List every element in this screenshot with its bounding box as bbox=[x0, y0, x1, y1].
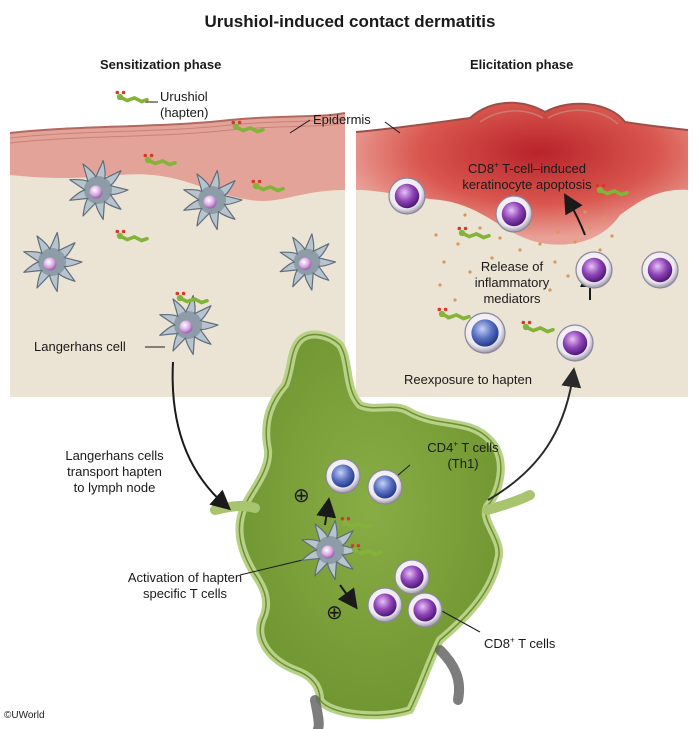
apoptosis-arrow bbox=[563, 193, 586, 236]
langerhans-cell-2 bbox=[183, 169, 243, 231]
urushiol-hapten-node-1 bbox=[340, 517, 373, 530]
urushiol-hapten-10 bbox=[521, 320, 555, 334]
sensitization-phase-heading: Sensitization phase bbox=[100, 57, 222, 72]
cd8-cell-skin-3 bbox=[575, 251, 613, 289]
urushiol-hapten-5 bbox=[115, 229, 149, 243]
plus-symbol-upper: ⊕ bbox=[293, 485, 310, 507]
cd8-apoptosis-sup: + bbox=[494, 160, 499, 170]
langerhans-cell-4 bbox=[279, 233, 337, 291]
elicitation-panel bbox=[355, 101, 689, 397]
transport-line3: to lymph node bbox=[73, 480, 156, 495]
langerhans-cell-node bbox=[301, 519, 361, 581]
urushiol-hapten-1 bbox=[115, 90, 149, 104]
cd8-apoptosis-line2: keratinocyte apoptosis bbox=[462, 177, 592, 192]
elicitation-phase-heading: Elicitation phase bbox=[470, 57, 574, 72]
urushiol-hapten-3 bbox=[143, 153, 177, 167]
release-line1: Release of bbox=[480, 259, 544, 274]
reexposure-arrow bbox=[487, 367, 582, 501]
cd8-cell-skin-2 bbox=[495, 195, 533, 233]
cd8-cells-text: CD8 bbox=[484, 636, 511, 651]
langerhans-cell-5 bbox=[159, 294, 219, 356]
cd8-cell-node-1 bbox=[394, 559, 430, 595]
urushiol-hapten-7 bbox=[595, 183, 629, 197]
urushiol-hapten-4 bbox=[251, 179, 285, 193]
langerhans-cell-label: Langerhans cell bbox=[34, 339, 126, 354]
epidermis-label: Epidermis bbox=[313, 112, 371, 127]
copyright-label: ©UWorld bbox=[4, 710, 45, 721]
activation-line1: Activation of hapten bbox=[127, 570, 243, 585]
cd4-cell-node-1 bbox=[325, 458, 361, 494]
release-line3: mediators bbox=[483, 291, 541, 306]
urushiol-hapten-8 bbox=[457, 226, 491, 240]
cd8-apoptosis-cd8: CD8 bbox=[468, 161, 495, 176]
cd8-cell-skin-1 bbox=[388, 177, 426, 215]
cd8-apoptosis-label: CD8+ T-cell–induced keratinocyte apoptos… bbox=[432, 161, 622, 193]
langerhans-cell-1 bbox=[69, 159, 129, 221]
cd8-cell-skin-4 bbox=[641, 251, 679, 289]
activation-arrow-up bbox=[316, 497, 337, 526]
release-line2: inflammatory bbox=[474, 275, 550, 290]
cd8-cell-skin-5 bbox=[556, 324, 594, 362]
cd8-cells-sup: + bbox=[510, 635, 515, 645]
activation-arrow-down bbox=[337, 584, 358, 610]
diagram-title: Urushiol-induced contact dermatitis bbox=[204, 12, 496, 31]
urushiol-hapten-node-2 bbox=[350, 544, 383, 557]
cd8-apoptosis-rest: T-cell–induced bbox=[498, 161, 586, 176]
transport-line1: Langerhans cells bbox=[65, 448, 164, 463]
cd4-cell-skin bbox=[464, 312, 506, 354]
cd4-cell-node-2 bbox=[367, 469, 403, 505]
urushiol-label-line1: Urushiol bbox=[160, 89, 208, 104]
cd4-label: CD4+ T cells (Th1) bbox=[418, 440, 508, 472]
transport-line2: transport hapten bbox=[67, 464, 162, 479]
urushiol-label-line2: (hapten) bbox=[160, 105, 209, 120]
reexposure-label: Reexposure to hapten bbox=[404, 372, 532, 387]
cd4-line1: CD4+ T cells bbox=[418, 440, 508, 456]
transport-arrow bbox=[171, 361, 232, 511]
activation-label: Activation of hapten specific T cells bbox=[110, 570, 260, 602]
cd8-cell-node-2 bbox=[367, 587, 403, 623]
cd8-cells-label: CD8+ T cells bbox=[484, 636, 555, 652]
urushiol-hapten-2 bbox=[231, 120, 265, 134]
cd4-rest: T cells bbox=[457, 440, 499, 455]
cd4-line2: (Th1) bbox=[447, 456, 479, 471]
langerhans-cell-3 bbox=[23, 231, 83, 293]
cd4-sup: + bbox=[453, 439, 458, 449]
cd8-cell-node-3 bbox=[407, 592, 443, 628]
urushiol-hapten-9 bbox=[437, 307, 471, 321]
cd8-apoptosis-line1: CD8+ T-cell–induced bbox=[432, 161, 622, 177]
transport-label: Langerhans cells transport hapten to lym… bbox=[52, 448, 177, 496]
urushiol-label: Urushiol (hapten) bbox=[160, 89, 208, 121]
cd8-cells-rest: T cells bbox=[514, 636, 556, 651]
release-mediators-label: Release of inflammatory mediators bbox=[462, 259, 562, 307]
cd4-text: CD4 bbox=[427, 440, 454, 455]
cells-layer bbox=[23, 90, 679, 628]
urushiol-hapten-6 bbox=[175, 291, 209, 305]
activation-line2: specific T cells bbox=[142, 586, 228, 601]
plus-symbol-lower: ⊕ bbox=[326, 602, 343, 624]
